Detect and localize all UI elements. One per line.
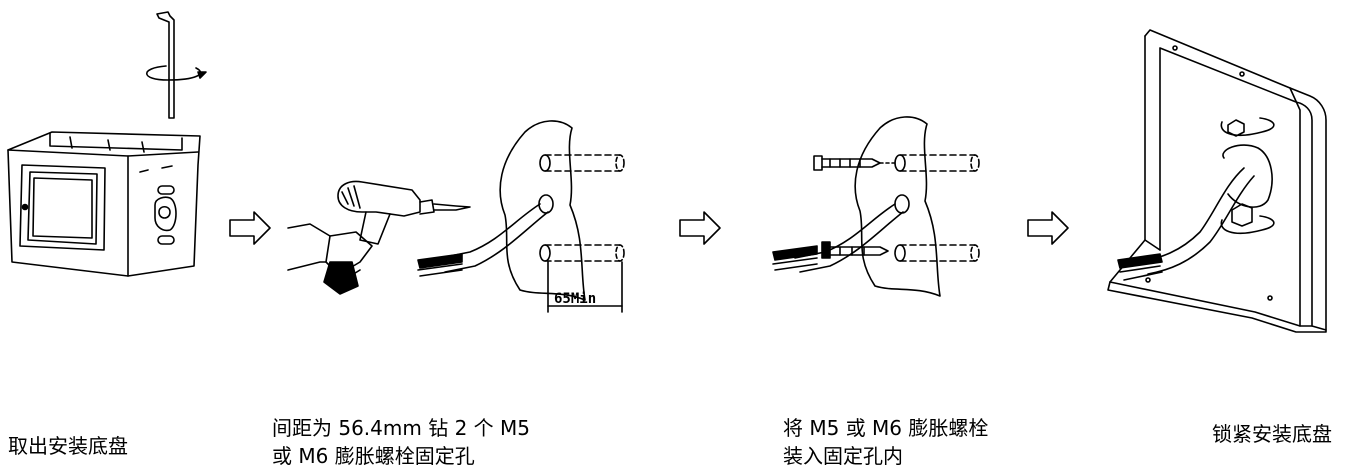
right-arrow-icon (679, 211, 721, 245)
step-4-caption: 锁紧安装底盘 (1212, 420, 1332, 448)
step-4-caption-line1: 锁紧安装底盘 (1212, 422, 1332, 446)
right-arrow-icon (1027, 211, 1069, 245)
step-2-caption-line1: 间距为 56.4mm 钻 2 个 M5 (272, 416, 530, 440)
hex-key-icon (156, 11, 175, 119)
wall-cable-icon (417, 120, 625, 313)
step-3-caption-line2: 装入固定孔内 (783, 444, 903, 468)
expansion-bolt-icon (821, 241, 889, 259)
rotation-arrow-icon (146, 65, 207, 81)
wall-cable-icon (772, 116, 980, 297)
right-arrow-icon (229, 211, 271, 245)
mounting-box-icon (7, 131, 201, 277)
hand-icon (287, 223, 373, 295)
mounting-bracket-icon (1107, 29, 1327, 333)
dimension-label: 65Min (554, 291, 596, 307)
step-1-caption-line1: 取出安装底盘 (8, 434, 128, 458)
expansion-bolt-icon (813, 155, 899, 171)
step-2-caption: 间距为 56.4mm 钻 2 个 M5 或 M6 膨胀螺栓固定孔 (272, 414, 530, 470)
step-3-caption-line1: 将 M5 或 M6 膨胀螺栓 (783, 416, 989, 440)
step-3-caption: 将 M5 或 M6 膨胀螺栓 装入固定孔内 (783, 414, 988, 470)
step-2-caption-line2: 或 M6 膨胀螺栓固定孔 (272, 444, 475, 468)
power-drill-icon (337, 180, 471, 245)
step-1-caption: 取出安装底盘 (8, 432, 128, 460)
